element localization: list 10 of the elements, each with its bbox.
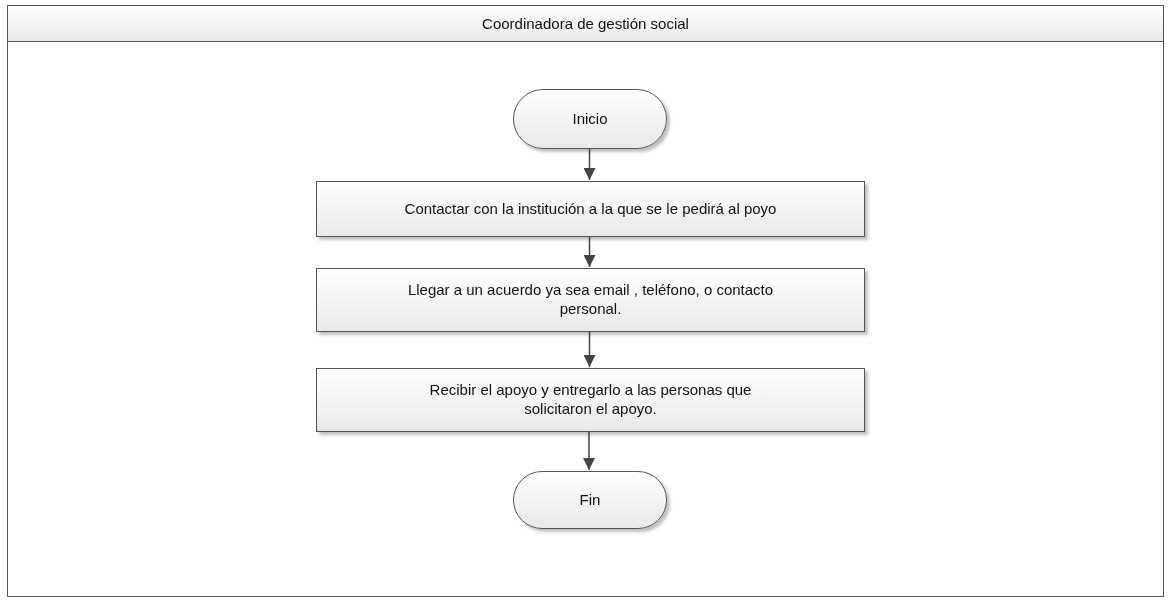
process-box: Contactar con la institución a la que se le pedirá al poyo: [316, 181, 865, 237]
swimlane-panel: [7, 5, 1164, 597]
arrow: [583, 235, 596, 268]
terminator-shape: Inicio: [513, 89, 667, 149]
terminator-shape: Fin: [513, 471, 667, 529]
arrow: [583, 147, 596, 181]
arrow: [583, 430, 595, 471]
arrow: [583, 330, 596, 368]
process-box: Recibir el apoyo y entregarlo a las personas que solicitaron el apoyo.: [316, 368, 865, 432]
process-box: Llegar a un acuerdo ya sea email , teléfono, o contacto personal.: [316, 268, 865, 332]
